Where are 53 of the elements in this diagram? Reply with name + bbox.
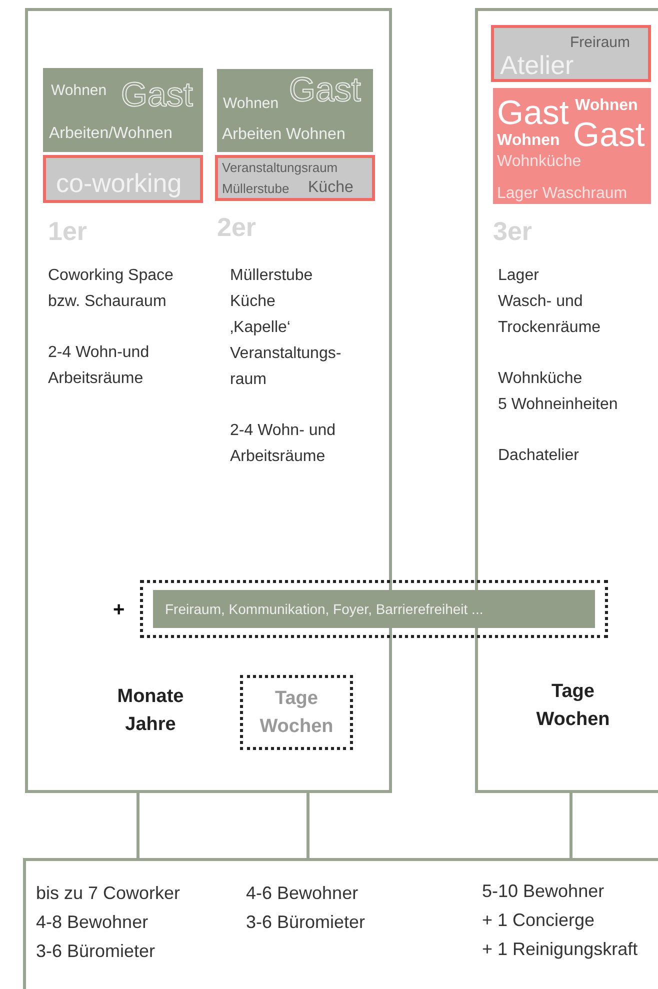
room-word: Küche xyxy=(308,178,354,198)
room-word: Gast xyxy=(121,78,193,112)
list-item: 2-4 Wohn- und Arbeitsräume xyxy=(230,421,337,467)
list-item: Lager xyxy=(498,266,539,286)
feature-text: Freiraum, Kommunikation, Foyer, Barrierefreiheit ... xyxy=(165,600,484,619)
room-word: Lager Waschraum xyxy=(497,184,628,204)
room-word: Gast xyxy=(573,115,645,154)
occupancy-line: 3-6 Büromieter xyxy=(36,940,156,963)
room-word: Wohnen xyxy=(223,94,279,114)
dotted-frame xyxy=(140,580,608,638)
room-word: Gast xyxy=(497,93,569,133)
plus-sign: + xyxy=(113,598,125,623)
room-word: Freiraum xyxy=(570,33,630,53)
duration-label: Tage Wochen xyxy=(535,680,611,732)
list-item: Wohnküche xyxy=(498,369,582,389)
room-cloud-box xyxy=(493,88,651,204)
occupancy-line: 3-6 Büromieter xyxy=(246,911,366,934)
room-cloud-box xyxy=(43,155,203,203)
occupancy-line: 4-8 Bewohner xyxy=(36,911,148,934)
room-word: Gast xyxy=(289,73,361,107)
room-word: Wohnküche xyxy=(497,152,582,172)
occupancy-line: 5-10 Bewohner xyxy=(482,880,604,903)
connector-line xyxy=(306,793,310,858)
room-word: Müllerstube xyxy=(222,180,290,198)
list-item: 2-4 Wohn-und Arbeitsräume xyxy=(48,343,150,389)
room-word: Veranstaltungsraum xyxy=(222,159,338,177)
connector-line xyxy=(136,793,140,858)
list-item: Müllerstube xyxy=(230,266,313,286)
room-word: Arbeiten/Wohnen xyxy=(49,124,172,144)
list-item: Veranstaltungs- raum xyxy=(230,344,342,390)
occupancy-line: + 1 Reinigungskraft xyxy=(482,938,638,961)
room-cloud-box xyxy=(491,25,651,82)
occupancy-line: bis zu 7 Coworker xyxy=(36,882,180,905)
feature-bar xyxy=(153,590,595,628)
room-cloud-box xyxy=(43,68,203,152)
room-word: Wohnen xyxy=(497,131,560,151)
list-item: ‚Kapelle‘ xyxy=(230,318,290,338)
room-word: Wohnen xyxy=(51,81,107,101)
occupancy-line: + 1 Concierge xyxy=(482,909,595,932)
dotted-frame xyxy=(240,675,353,750)
occupancy-line: 4-6 Bewohner xyxy=(246,882,358,905)
connector-line xyxy=(570,793,572,858)
room-word: Arbeiten Wohnen xyxy=(222,125,346,145)
list-item: Dachatelier xyxy=(498,446,579,466)
list-item: 5 Wohneinheiten xyxy=(498,395,618,415)
room-cloud-box xyxy=(215,155,375,201)
list-item: Wasch- und Trockenräume xyxy=(498,292,602,338)
room-word: Wohnen xyxy=(575,96,638,116)
room-cloud-box xyxy=(217,69,373,152)
list-item: Coworking Space bzw. Schauraum xyxy=(48,266,174,312)
list-item: Küche xyxy=(230,292,276,312)
duration-label: Monate Jahre xyxy=(116,685,185,737)
duration-label: Tage Wochen xyxy=(258,687,334,739)
